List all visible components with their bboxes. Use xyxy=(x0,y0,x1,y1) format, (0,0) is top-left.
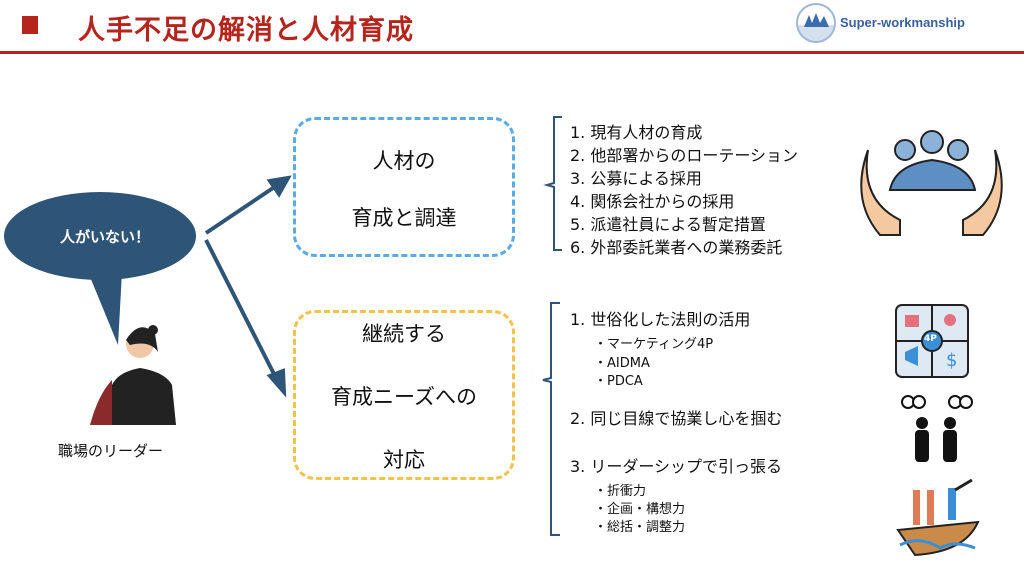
list2-subitem: ・企画・構想力 xyxy=(594,502,686,517)
box2-line: 育成ニーズへの xyxy=(331,385,477,409)
leader-person-icon xyxy=(90,325,176,425)
logo-mountain-icon xyxy=(796,3,836,43)
box1-line: 育成と調達 xyxy=(351,206,457,230)
list1-item: 3. 公募による採用 xyxy=(570,169,702,188)
list1-item: 2. 他部署からのローテーション xyxy=(570,146,799,165)
svg-text:$: $ xyxy=(946,350,957,371)
speech-bubble xyxy=(4,192,196,345)
title-bullet xyxy=(22,16,38,34)
arrow-up xyxy=(204,175,292,398)
box2-line: 対応 xyxy=(383,448,425,472)
list2-subitem: ・AIDMA xyxy=(594,356,650,371)
list1-item: 4. 関係会社からの採用 xyxy=(570,192,735,211)
list2-subitem: ・マーケティング4P xyxy=(594,337,714,352)
list1-item: 5. 派遣社員による暫定措置 xyxy=(570,215,766,234)
box1-line: 人材の xyxy=(372,149,436,173)
marketing-4p-icon: $ xyxy=(895,304,969,378)
list1-item: 1. 現有人材の育成 xyxy=(570,123,703,142)
bubble-text: 人がいない！ xyxy=(59,228,150,246)
icon-4p-label: 4P xyxy=(924,334,937,344)
list1-item: 6. 外部委託業者への業務委託 xyxy=(570,238,783,257)
list2-item: 3. リーダーシップで引っ張る xyxy=(570,457,783,476)
logo-text: Super-workmanship xyxy=(840,15,965,30)
box-ongoing-needs xyxy=(293,310,515,480)
list2-item: 1. 世俗化した法則の活用 xyxy=(570,310,751,329)
box-talent-acquisition xyxy=(293,117,515,257)
list2-subitem: ・総括・調整力 xyxy=(594,520,686,535)
header-divider xyxy=(0,51,1024,54)
brackets xyxy=(542,116,562,536)
leader-label: 職場のリーダー xyxy=(58,442,164,460)
list2-subitem: ・折衝力 xyxy=(594,484,647,499)
box2-line: 継続する xyxy=(362,322,446,346)
leadership-boat-icon xyxy=(896,478,980,557)
list2-subitem: ・PDCA xyxy=(594,374,643,389)
hands-team-icon xyxy=(860,130,1003,236)
page-title: 人手不足の解消と人材育成 xyxy=(78,15,414,46)
collaboration-people-icon xyxy=(901,395,973,462)
list2-item: 2. 同じ目線で協業し心を掴む xyxy=(570,409,783,428)
